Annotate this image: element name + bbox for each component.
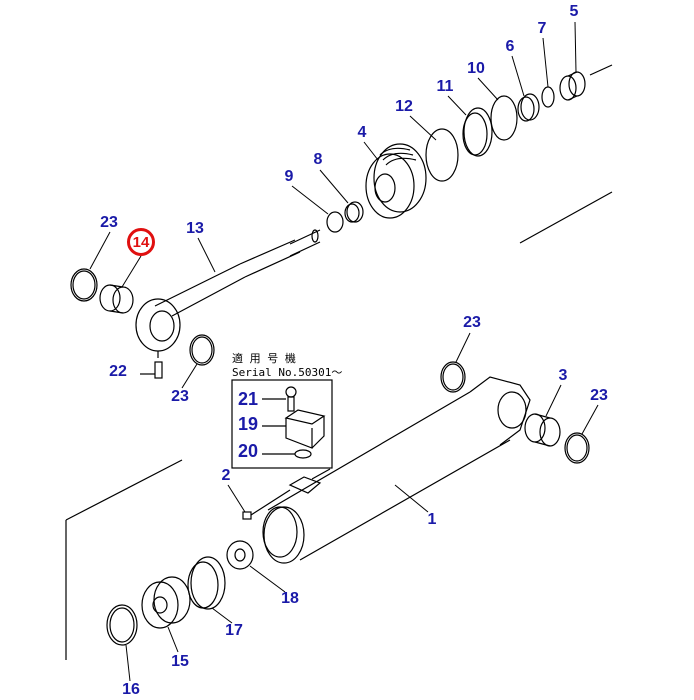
part-23-ring — [564, 432, 590, 464]
part-13-rod — [135, 229, 321, 358]
guide-line — [519, 191, 613, 244]
callout-16[interactable]: 16 — [122, 681, 140, 698]
callout-23[interactable]: 23 — [463, 314, 481, 331]
part-19-block — [262, 409, 326, 449]
callout-7[interactable]: 7 — [537, 20, 547, 37]
callout-19[interactable]: 19 — [237, 414, 259, 434]
applicable-serial-header: 適 用 号 機 — [232, 352, 296, 365]
part-14-bushing — [99, 284, 134, 314]
callout-6[interactable]: 6 — [505, 38, 515, 55]
guide-line — [589, 64, 613, 76]
callout-12[interactable]: 12 — [395, 98, 413, 115]
part-7-ring — [541, 86, 555, 108]
part-16-ring — [106, 604, 138, 646]
part-17-ring — [187, 556, 226, 610]
callout-9[interactable]: 9 — [284, 168, 294, 185]
part-6-ring — [517, 93, 540, 122]
part-22-grease-fitting — [140, 361, 163, 379]
callout-5[interactable]: 5 — [569, 3, 579, 20]
part-10-ring — [490, 95, 518, 141]
callout-1[interactable]: 1 — [427, 511, 437, 528]
callout-15[interactable]: 15 — [171, 653, 189, 670]
part-11-ring — [462, 107, 493, 157]
callout-3[interactable]: 3 — [558, 367, 568, 384]
part-23-ring — [440, 361, 466, 393]
part-18-nut — [226, 540, 254, 570]
part-12-ring — [425, 128, 459, 182]
callout-10[interactable]: 10 — [467, 60, 485, 77]
guide-line — [65, 459, 183, 521]
inset-box — [231, 379, 333, 469]
part-3-bushing — [524, 413, 561, 447]
leader-lines — [89, 21, 599, 682]
part-23-ring — [189, 334, 215, 366]
callout-21[interactable]: 21 — [237, 389, 259, 409]
part-23-ring — [70, 268, 98, 302]
part-21-bolt — [262, 386, 297, 412]
callout-23[interactable]: 23 — [171, 388, 189, 405]
part-20-oring — [262, 449, 312, 459]
callout-8[interactable]: 8 — [313, 151, 323, 168]
callout-4[interactable]: 4 — [357, 124, 367, 141]
serial-number: Serial No.50301～ — [232, 366, 343, 379]
callout-13[interactable]: 13 — [186, 220, 204, 237]
callout-17[interactable]: 17 — [225, 622, 243, 639]
callout-23[interactable]: 23 — [100, 214, 118, 231]
callout-11[interactable]: 11 — [436, 78, 454, 95]
callout-18[interactable]: 18 — [281, 590, 299, 607]
callout-20[interactable]: 20 — [237, 441, 259, 461]
part-8-ring — [344, 201, 364, 223]
callout-2[interactable]: 2 — [221, 467, 231, 484]
part-9-ring — [326, 211, 344, 233]
part-15-gland — [141, 576, 191, 629]
part-5-bushing — [559, 71, 586, 101]
part-4-piston — [365, 143, 427, 219]
callout-23[interactable]: 23 — [590, 387, 608, 404]
part-1-cylinder-tube — [262, 376, 531, 564]
callout-22[interactable]: 22 — [109, 363, 127, 380]
callout-14-highlighted[interactable]: 14 — [127, 228, 155, 256]
part-2-plug — [242, 489, 291, 520]
